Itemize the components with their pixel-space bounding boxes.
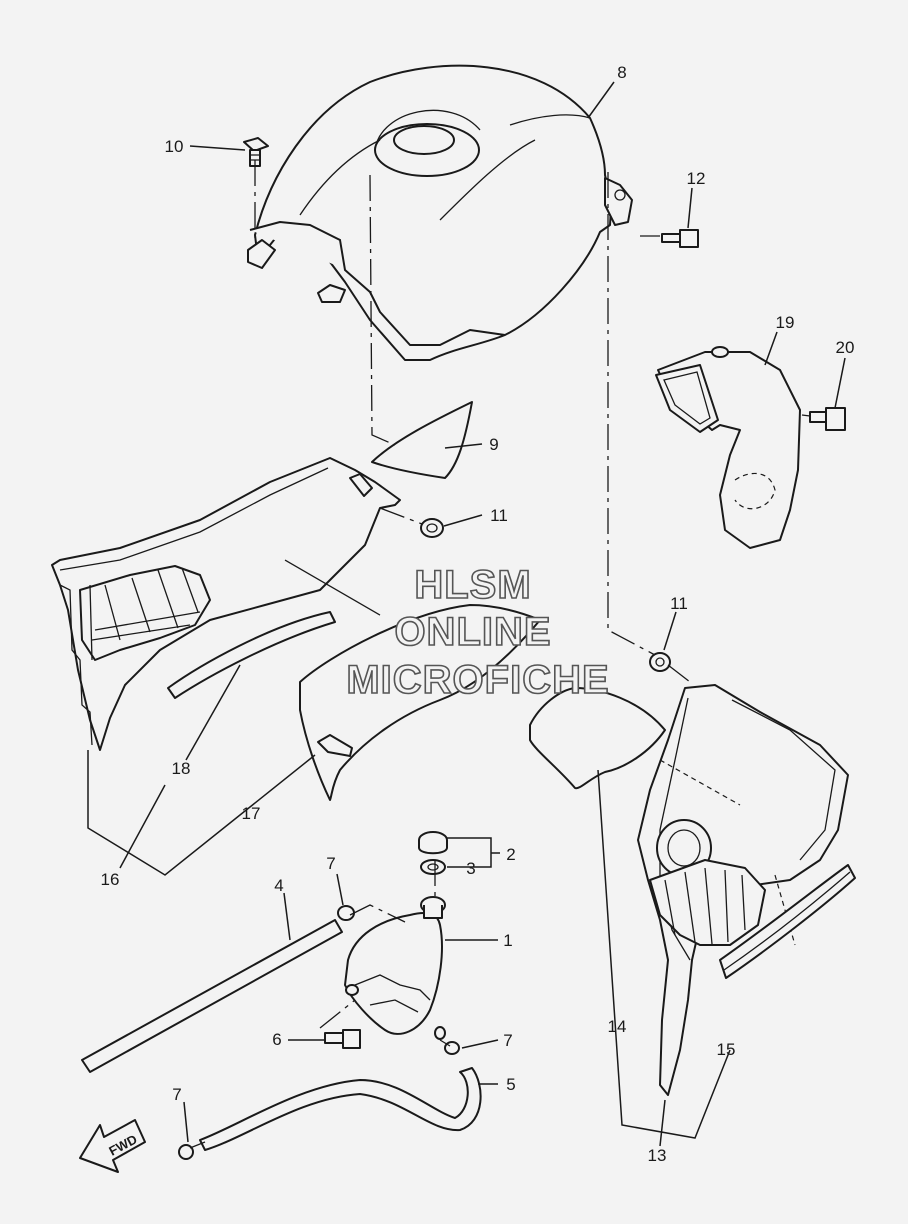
washer-part-3[interactable]: [420, 859, 446, 875]
watermark-line-1: HLSM: [414, 563, 531, 607]
callout-7-c: 7: [172, 1085, 181, 1104]
grommet-part-11-upper[interactable]: [420, 518, 444, 538]
bolt-part-6[interactable]: [324, 1029, 361, 1049]
callout-2: 2: [506, 845, 515, 864]
grommet-part-11-right[interactable]: [649, 652, 671, 672]
callout-17: 17: [242, 804, 261, 823]
bolt-part-12[interactable]: [661, 229, 699, 248]
tank-cover-part-8[interactable]: [247, 64, 633, 361]
assembly-lines: [189, 160, 811, 1149]
callout-3: 3: [466, 859, 475, 878]
cap-part-2[interactable]: [418, 831, 448, 855]
bolt-part-20[interactable]: [809, 407, 846, 431]
leader-lines: [87, 81, 846, 1147]
panel-part-9[interactable]: [371, 401, 473, 479]
callout-12: 12: [687, 169, 706, 188]
callout-13: 13: [648, 1146, 667, 1165]
callout-14: 14: [608, 1017, 627, 1036]
fwd-direction-arrow: FWD: [79, 1119, 146, 1173]
air-duct-part-19[interactable]: [655, 346, 801, 549]
callout-8: 8: [617, 63, 626, 82]
callout-11-b: 11: [670, 594, 688, 613]
side-cover-left-part-16[interactable]: [51, 457, 401, 751]
reservoir-tank-part-1[interactable]: [344, 896, 446, 1040]
callout-7-b: 7: [503, 1031, 512, 1050]
panel-part-14[interactable]: [529, 687, 666, 790]
screw-part-10[interactable]: [243, 137, 269, 167]
callout-10: 10: [165, 137, 184, 156]
watermark: HLSM ONLINE MICROFICHE: [346, 562, 610, 703]
hose-part-5[interactable]: [199, 1067, 482, 1151]
callout-20: 20: [836, 338, 855, 357]
callout-19: 19: [776, 313, 795, 332]
callout-18: 18: [172, 759, 191, 778]
callout-6: 6: [272, 1030, 281, 1049]
clamp-part-7-a[interactable]: [337, 905, 355, 921]
callout-9: 9: [489, 435, 498, 454]
watermark-line-3: MICROFICHE: [346, 658, 609, 702]
panel-part-17-tab: [317, 734, 353, 757]
callout-1: 1: [503, 931, 512, 950]
strip-part-15[interactable]: [719, 864, 856, 979]
callout-16: 16: [101, 870, 120, 889]
callout-7-a: 7: [326, 854, 335, 873]
watermark-line-2: ONLINE: [394, 610, 551, 654]
hose-part-4[interactable]: [81, 919, 343, 1073]
callout-11-a: 11: [490, 506, 508, 525]
side-cover-right-part-13[interactable]: [637, 684, 849, 1096]
callout-4: 4: [274, 876, 283, 895]
clamp-part-7-c[interactable]: [178, 1144, 194, 1160]
callout-15: 15: [717, 1040, 736, 1059]
callout-5: 5: [506, 1075, 515, 1094]
panel-part-17[interactable]: [299, 604, 541, 801]
strip-part-18[interactable]: [167, 611, 336, 699]
callout-labels: 1 2 3 4 5 6 7 7 7 8 9 10 11 11 12 13 14 …: [101, 63, 855, 1165]
